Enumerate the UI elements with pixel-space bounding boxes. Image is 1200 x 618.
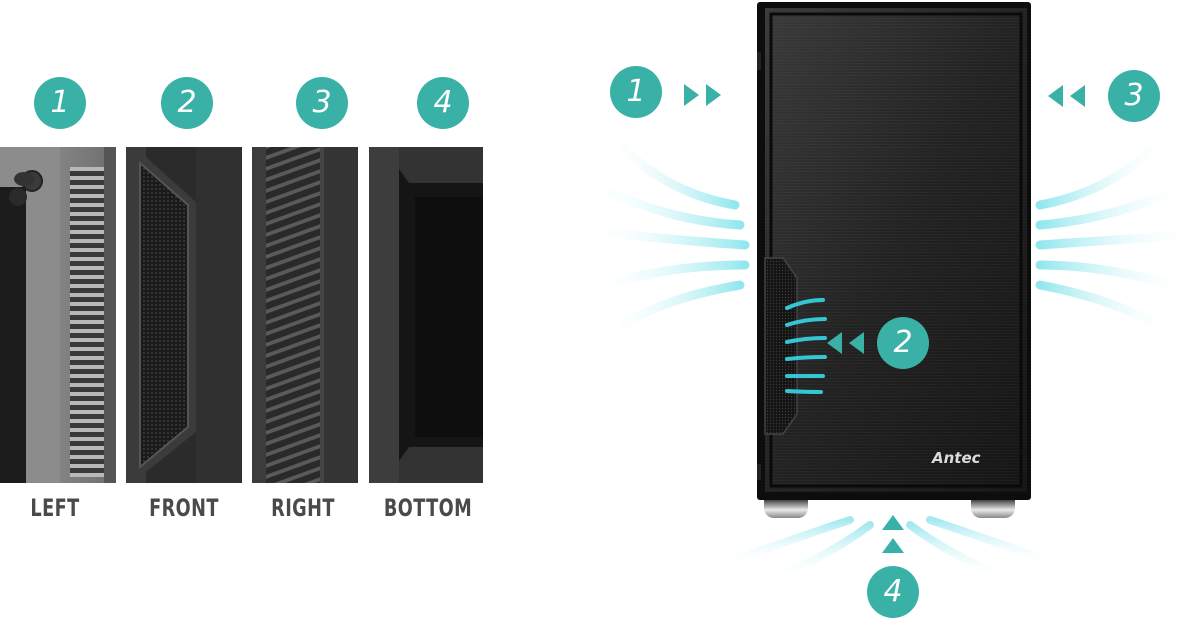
case-foot-left — [764, 500, 808, 518]
right-vent-photo — [252, 147, 358, 483]
number-badge-1: 1 — [34, 77, 86, 129]
case-badge-1: 1 — [610, 66, 662, 118]
caption-right: RIGHT — [271, 494, 335, 522]
pc-case: Antec — [757, 2, 1031, 500]
arrow-right-icon — [684, 84, 699, 106]
caption-left: LEFT — [30, 494, 80, 522]
arrow-left-icon — [827, 332, 842, 354]
number-badge-4: 4 — [417, 77, 469, 129]
front-mesh-photo — [126, 147, 242, 483]
case-badge-2: 2 — [877, 317, 929, 369]
left-vent-photo — [0, 147, 116, 483]
case-foot-right — [971, 500, 1015, 518]
arrow-right-icon — [706, 84, 721, 106]
brand-logo: Antec — [932, 449, 981, 467]
arrow-up-icon — [882, 538, 904, 553]
caption-bottom: BOTTOM — [383, 494, 473, 522]
arrow-left-icon — [1070, 85, 1085, 107]
caption-front: FRONT — [149, 494, 219, 522]
arrow-left-icon — [1048, 85, 1063, 107]
arrow-left-icon — [849, 332, 864, 354]
number-badge-3: 3 — [296, 77, 348, 129]
arrow-up-icon — [882, 515, 904, 530]
number-badge-2: 2 — [161, 77, 213, 129]
case-badge-3: 3 — [1108, 70, 1160, 122]
front-intake-streaks — [785, 298, 827, 394]
bottom-vent-photo — [369, 147, 483, 483]
case-badge-4: 4 — [867, 566, 919, 618]
